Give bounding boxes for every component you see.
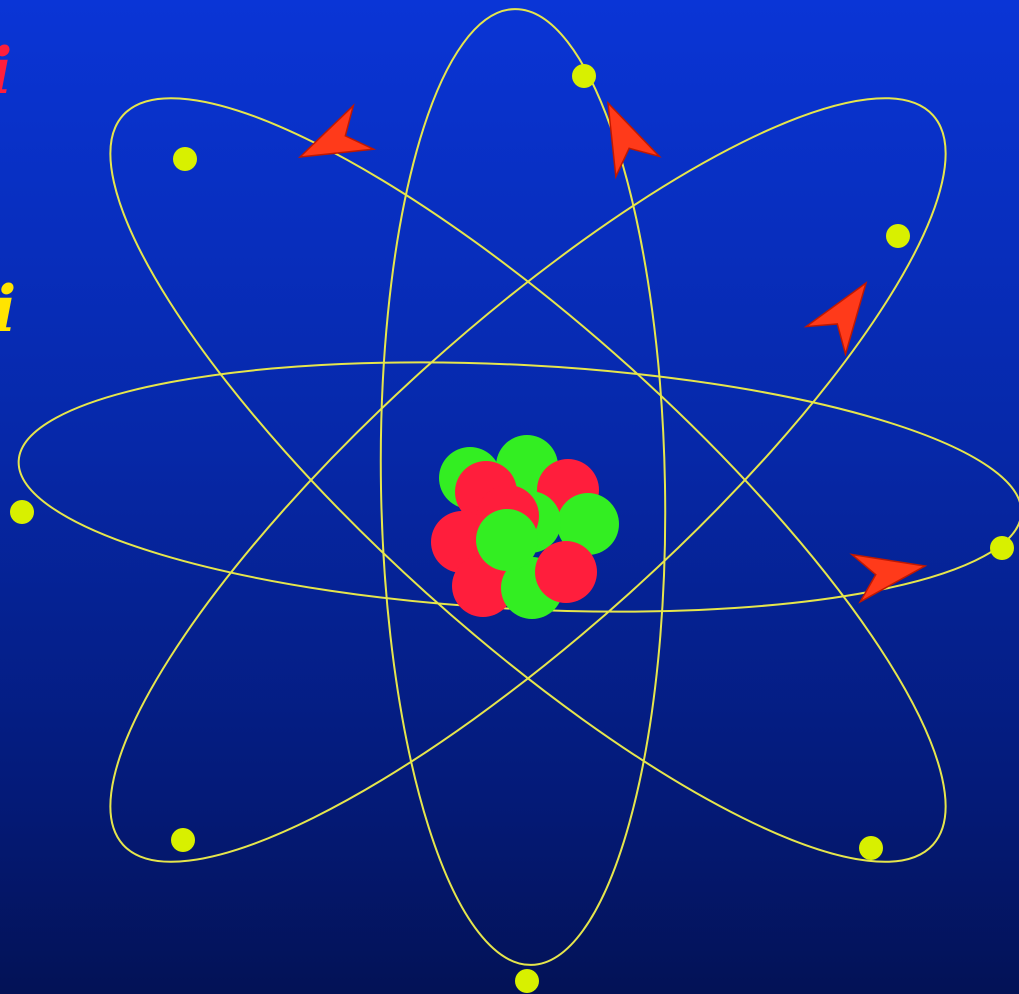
proton: [535, 541, 597, 603]
electron: [10, 500, 34, 524]
electron: [171, 828, 195, 852]
nucleus: [431, 435, 619, 619]
electron: [886, 224, 910, 248]
electron: [990, 536, 1014, 560]
electron: [173, 147, 197, 171]
direction-arrow-right: [806, 269, 885, 354]
electron: [515, 969, 539, 993]
electron: [572, 64, 596, 88]
electron: [859, 836, 883, 860]
neutron: [476, 509, 538, 571]
